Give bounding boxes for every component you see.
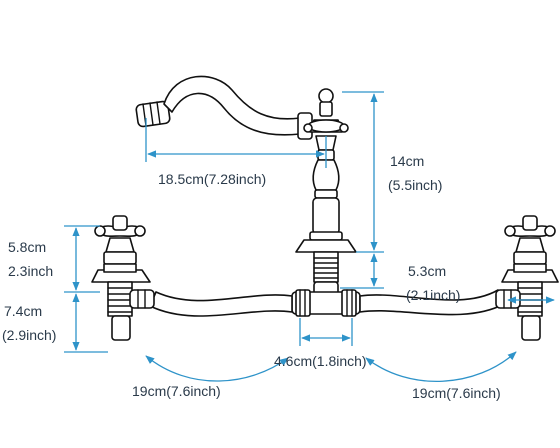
right-hose-dim [365, 351, 517, 382]
spout-height-cm-label: 14cm [390, 153, 424, 169]
faucet-drawing [91, 75, 559, 341]
spout-height-in-label: (5.5inch) [388, 177, 442, 193]
spout-reach-label: 18.5cm(7.28inch) [158, 171, 266, 187]
tee-connector [291, 281, 361, 317]
handle-height-in-label: 2.3inch [8, 263, 53, 279]
shank-length-cm-label: 5.3cm [408, 263, 446, 279]
shank-length-in-label: (2.1inch) [406, 287, 460, 303]
handle-height-cm-label: 5.8cm [8, 239, 46, 255]
left-valve [91, 215, 155, 341]
dimension-labels: 18.5cm(7.28inch) 14cm (5.5inch) 5.8cm 2.… [2, 153, 501, 401]
spout-aerator [135, 100, 171, 128]
tee-width-label: 4.6cm(1.8inch) [274, 353, 367, 369]
left-hose-label: 19cm(7.6inch) [132, 383, 221, 399]
valve-height-cm-label: 7.4cm [4, 303, 42, 319]
faucet-body-column [309, 135, 343, 241]
valve-height-in-label: (2.9inch) [2, 327, 56, 343]
dimension-lines [64, 91, 555, 382]
right-valve [495, 215, 559, 341]
center-threaded-shank [313, 251, 339, 283]
center-escutcheon [295, 239, 357, 253]
left-hose [149, 291, 293, 317]
spout-lever [303, 88, 349, 133]
spout-arc [163, 75, 301, 136]
left-hose-dim [145, 355, 289, 382]
right-hose-label: 19cm(7.6inch) [412, 385, 501, 401]
